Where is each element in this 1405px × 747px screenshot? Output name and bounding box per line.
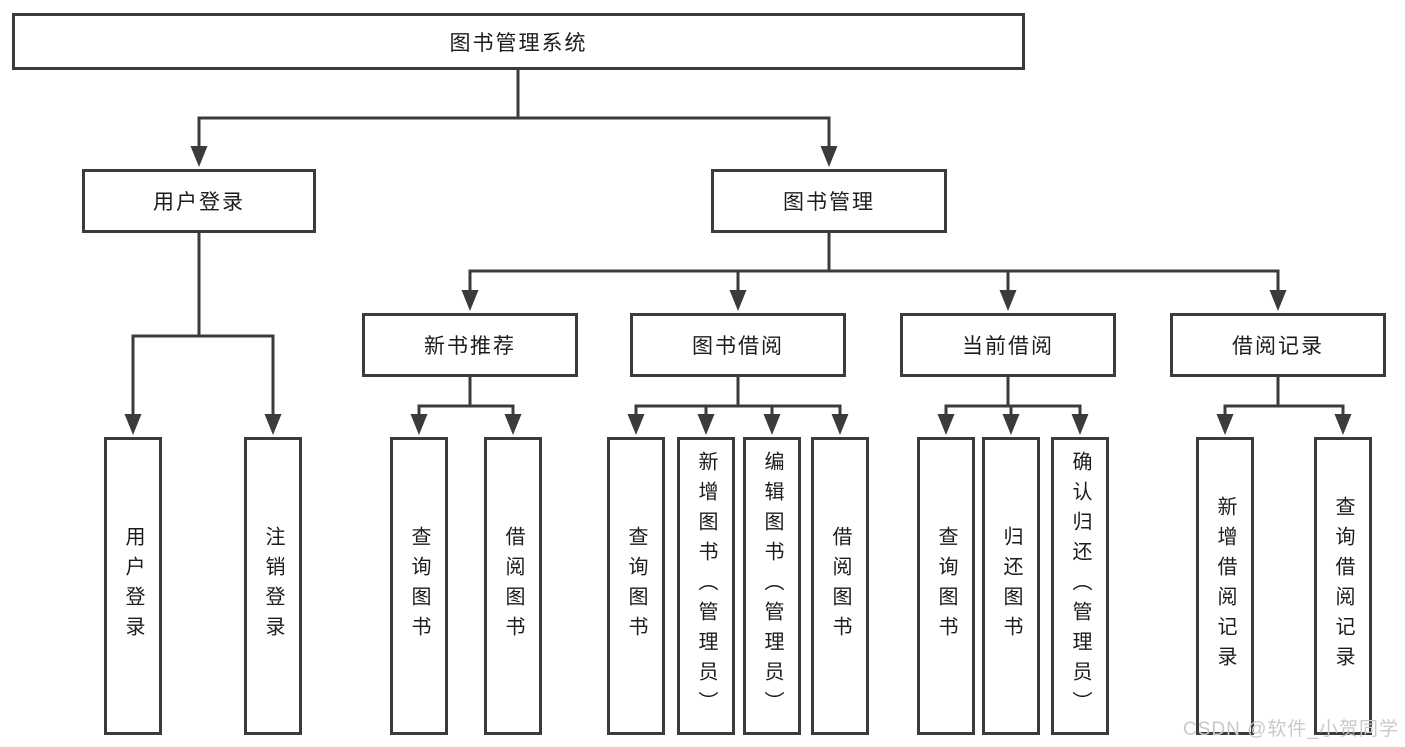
connector-root — [197, 69, 831, 152]
leaf-current-query-book: 查询图书 — [917, 437, 975, 735]
leaf-label: 归还图书 — [1000, 526, 1022, 646]
arrowhead-icon — [1002, 414, 1020, 435]
arrowhead-icon — [410, 414, 428, 435]
node-user-login-group: 用户登录 — [82, 169, 316, 233]
leaf-records-add-record: 新增借阅记录 — [1196, 437, 1254, 735]
leaf-label: 查询图书 — [408, 526, 430, 646]
leaf-borrow-add-book-admin: 新增图书（管理员） — [677, 437, 735, 735]
arrowhead-icon — [504, 414, 522, 435]
node-new-book-recommend: 新书推荐 — [362, 313, 578, 377]
leaf-label: 查询图书 — [625, 526, 647, 646]
node-book-borrow: 图书借阅 — [630, 313, 846, 377]
leaf-label: 查询图书 — [935, 526, 957, 646]
connector-borrow — [634, 377, 842, 420]
arrowhead-icon — [461, 290, 479, 311]
node-label: 借阅记录 — [1232, 335, 1324, 358]
watermark-text: CSDN @软件_小贺同学 — [1183, 719, 1399, 740]
leaf-user-login: 用户登录 — [104, 437, 162, 735]
leaf-current-confirm-return-admin: 确认归还（管理员） — [1051, 437, 1109, 735]
node-label: 用户登录 — [153, 191, 245, 214]
node-label: 图书借阅 — [692, 335, 784, 358]
leaf-borrow-edit-book-admin: 编辑图书（管理员） — [743, 437, 801, 735]
arrowhead-icon — [1071, 414, 1089, 435]
node-current-borrow: 当前借阅 — [900, 313, 1116, 377]
arrowhead-icon — [264, 414, 282, 435]
leaf-label: 查询借阅记录 — [1332, 496, 1354, 676]
leaf-records-query-record: 查询借阅记录 — [1314, 437, 1372, 735]
leaf-logout: 注销登录 — [244, 437, 302, 735]
arrowhead-icon — [627, 414, 645, 435]
leaf-label: 借阅图书 — [829, 526, 851, 646]
leaf-recommend-borrow-book: 借阅图书 — [484, 437, 542, 735]
node-borrow-records: 借阅记录 — [1170, 313, 1386, 377]
leaf-borrow-query-book: 查询图书 — [607, 437, 665, 735]
node-label: 新书推荐 — [424, 335, 516, 358]
arrowhead-icon — [937, 414, 955, 435]
arrowhead-icon — [999, 290, 1017, 311]
leaf-label: 新增图书（管理员） — [695, 451, 717, 721]
connector-book-management — [468, 233, 1280, 296]
arrowhead-icon — [1334, 414, 1352, 435]
connector-recommend — [417, 377, 515, 420]
arrowhead-icon — [124, 414, 142, 435]
leaf-borrow-borrow-book: 借阅图书 — [811, 437, 869, 735]
leaf-current-return-book: 归还图书 — [982, 437, 1040, 735]
connector-records — [1223, 377, 1345, 420]
leaf-label: 编辑图书（管理员） — [761, 451, 783, 721]
node-label: 当前借阅 — [962, 335, 1054, 358]
node-root-label: 图书管理系统 — [449, 31, 588, 55]
leaf-label: 注销登录 — [262, 526, 284, 646]
arrowhead-icon — [1216, 414, 1234, 435]
arrowhead-icon — [763, 414, 781, 435]
node-label: 图书管理 — [783, 191, 875, 214]
connector-user-login — [131, 233, 275, 420]
arrowhead-icon — [729, 290, 747, 311]
connector-current — [944, 377, 1082, 420]
node-book-management: 图书管理 — [711, 169, 947, 233]
arrowhead-icon — [190, 146, 208, 167]
leaf-label: 借阅图书 — [502, 526, 524, 646]
arrowhead-icon — [1269, 290, 1287, 311]
arrowhead-icon — [831, 414, 849, 435]
leaf-recommend-query-book: 查询图书 — [390, 437, 448, 735]
arrowhead-icon — [820, 146, 838, 167]
node-root: 图书管理系统 — [12, 13, 1025, 70]
leaf-label: 新增借阅记录 — [1214, 496, 1236, 676]
leaf-label: 确认归还（管理员） — [1069, 451, 1091, 721]
leaf-label: 用户登录 — [122, 526, 144, 646]
arrowhead-icon — [697, 414, 715, 435]
